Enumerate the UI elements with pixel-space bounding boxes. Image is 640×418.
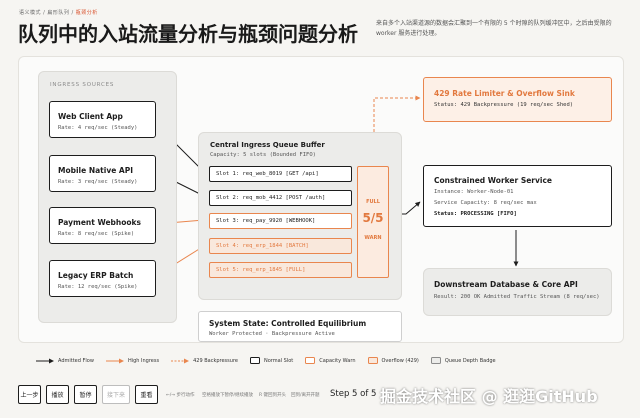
legend-label: Capacity Warn — [319, 357, 356, 364]
system-state-title: System State: Controlled Equilibrium — [209, 319, 367, 328]
system-state-box: System State: Controlled Equilibrium Wor… — [198, 311, 402, 342]
source-rate: Rate: 12 req/sec (Spike) — [58, 284, 138, 290]
sink-title: 429 Rate Limiter & Overflow Sink — [434, 89, 575, 98]
queue-slot-overflow[interactable]: Slot 4: req_erp_1844 [BATCH] — [209, 238, 352, 254]
source-rate: Rate: 3 req/sec (Steady) — [58, 179, 138, 185]
worker-service[interactable]: Constrained Worker Service Instance: Wor… — [423, 165, 612, 227]
badge-top-label: FULL — [366, 199, 380, 205]
queue-capacity: Capacity: 5 slots (Bounded FIFO) — [210, 152, 316, 158]
worker-capacity: Service Capacity: 8 req/sec max — [434, 200, 537, 206]
sink-status: Status: 429 Backpressure (19 req/sec She… — [434, 102, 574, 108]
breadcrumb-separator: / — [71, 10, 76, 16]
warn-slot-swatch — [305, 357, 316, 364]
queue-title: Central Ingress Queue Buffer — [210, 141, 325, 149]
overflow-slot-swatch — [367, 357, 378, 364]
worker-title: Constrained Worker Service — [434, 176, 553, 185]
source-rate: Rate: 4 req/sec (Steady) — [58, 125, 138, 131]
pause-button[interactable]: 暂停 — [74, 385, 97, 404]
queue-slot[interactable]: Slot 2: req_mob_4412 [POST /auth] — [209, 190, 352, 206]
page-description: 来自多个入站渠道源的数据会汇聚到一个有限的 5 个时隙的队列缓冲区中，之后由受限… — [376, 20, 612, 37]
source-name: Legacy ERP Batch — [58, 271, 134, 280]
high-line-icon — [105, 358, 124, 363]
queue-slot-warn[interactable]: Slot 3: req_pay_9920 [WEBHOOK] — [209, 213, 352, 229]
play-button[interactable]: 播放 — [46, 385, 69, 404]
database-result: Result: 200 OK Admitted Traffic Stream (… — [434, 294, 600, 300]
hint-nav: ←/→ 步行动作 — [166, 393, 195, 398]
queue-slot-overflow[interactable]: Slot 5: req_erp_1845 [FULL] — [209, 262, 352, 278]
legend-label: Admitted Flow — [58, 357, 94, 364]
legend-label: Overflow (429) — [381, 357, 419, 364]
badge-bottom-label: WARN — [364, 235, 382, 241]
source-name: Mobile Native API — [58, 166, 133, 175]
breadcrumb-item: 语义模式 — [19, 10, 42, 16]
legend: Admitted Flow High Ingress 429 Backpress… — [36, 357, 508, 364]
system-state-detail: Worker Protected · Backpressure Active — [209, 331, 335, 337]
source-name: Payment Webhooks — [58, 218, 142, 227]
admitted-line-icon — [36, 358, 54, 363]
hint-jump: 回到/离开开题 — [291, 393, 320, 398]
legend-label: Queue Depth Badge — [444, 357, 496, 364]
legend-normal-slot: Normal Slot — [249, 357, 294, 364]
legend-label: 429 Backpressure — [193, 357, 238, 364]
normal-slot-swatch — [249, 357, 260, 364]
prev-button[interactable]: 上一步 — [18, 385, 41, 404]
legend-high: High Ingress — [105, 357, 160, 364]
queue-depth-badge: FULL 5/5 WARN — [357, 166, 389, 278]
database-title: Downstream Database & Core API — [434, 280, 578, 289]
breadcrumb-separator: / — [43, 10, 48, 16]
source-legacy-erp[interactable]: Legacy ERP Batch Rate: 12 req/sec (Spike… — [49, 260, 156, 297]
legend-admitted: Admitted Flow — [36, 358, 94, 364]
legend-backpressure: 429 Backpressure — [171, 358, 238, 364]
rate-limiter-sink[interactable]: 429 Rate Limiter & Overflow Sink Status:… — [423, 77, 612, 122]
worker-instance: Instance: Worker-Node-01 — [434, 189, 514, 195]
worker-status: Status: PROCESSING [FIFO] — [434, 211, 517, 217]
badge-count: 5/5 — [362, 211, 384, 225]
breadcrumb-item: 扁形队列 — [47, 10, 70, 16]
dashed-line-icon — [171, 358, 190, 363]
page-title: 队列中的入站流量分析与瓶颈问题分析 — [18, 22, 358, 46]
reset-button[interactable]: 重看 — [135, 385, 158, 404]
next-button[interactable]: 接下来 — [102, 385, 130, 404]
hint-reset: R 键回到开头 — [259, 393, 287, 398]
legend-label: Normal Slot — [263, 357, 294, 364]
step-indicator: Step 5 of 5 — [330, 389, 377, 399]
legend-queue-badge: Queue Depth Badge — [430, 357, 496, 364]
source-payment-webhooks[interactable]: Payment Webhooks Rate: 8 req/sec (Spike) — [49, 207, 156, 244]
breadcrumb: 语义模式 / 扁形队列 / 瓶颈分析 — [19, 9, 98, 16]
badge-swatch — [430, 357, 441, 364]
hint-space: 空格播放下暂停/继续播放 — [202, 393, 254, 398]
downstream-database[interactable]: Downstream Database & Core API Result: 2… — [423, 268, 612, 316]
ingress-group-label: INGRESS SOURCES — [50, 82, 115, 88]
source-mobile-api[interactable]: Mobile Native API Rate: 3 req/sec (Stead… — [49, 155, 156, 192]
legend-label: High Ingress — [127, 357, 160, 364]
source-web-client[interactable]: Web Client App Rate: 4 req/sec (Steady) — [49, 101, 156, 138]
legend-overflow: Overflow (429) — [367, 357, 419, 364]
queue-slot[interactable]: Slot 1: req_web_8019 [GET /api] — [209, 166, 352, 182]
source-name: Web Client App — [58, 112, 123, 121]
source-rate: Rate: 8 req/sec (Spike) — [58, 231, 135, 237]
legend-capacity-warn: Capacity Warn — [305, 357, 356, 364]
breadcrumb-item: 瓶颈分析 — [75, 10, 98, 16]
watermark: 掘金技术社区 @ 逛逛GitHub — [380, 387, 598, 406]
